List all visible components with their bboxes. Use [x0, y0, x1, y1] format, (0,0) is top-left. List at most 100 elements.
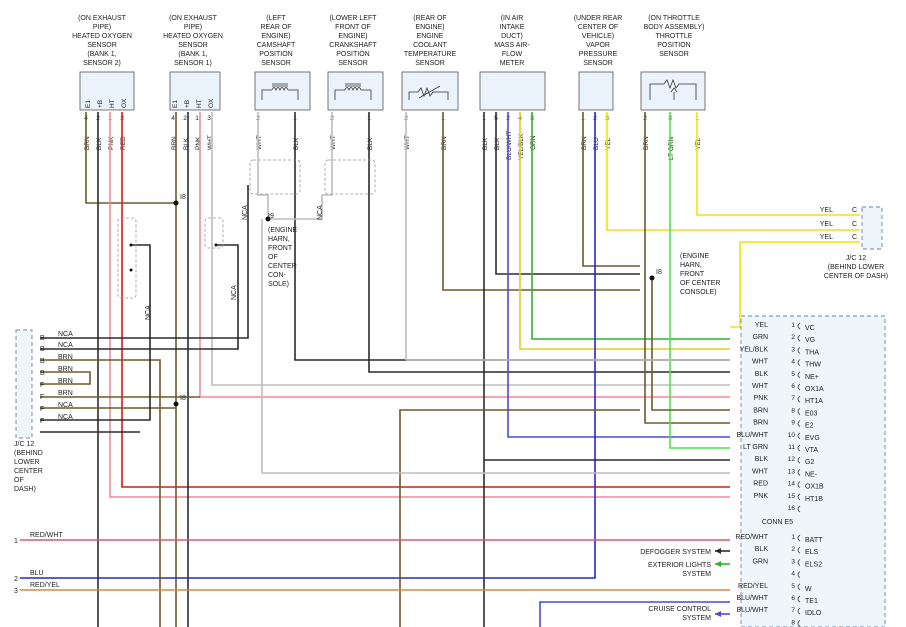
wire-vap-brn: [582, 112, 640, 267]
ecm-pin-8-wire: BRN: [753, 407, 768, 414]
svg-text:BRN: BRN: [171, 136, 178, 150]
svg-text:PNK: PNK: [108, 136, 115, 150]
svg-text:LT GRN: LT GRN: [668, 136, 675, 160]
svg-text:BLK: BLK: [183, 137, 190, 150]
s2-pin-e1: E1: [172, 100, 179, 108]
wire-maf-bluwht: [507, 112, 730, 438]
e5-pin-5-terminal-icon: [797, 583, 801, 591]
ecm-pin-10-wire: BLU/WHT: [737, 432, 769, 439]
ecm-pin-15-wire: PNK: [754, 493, 769, 500]
ecm-pin-7-wire: PNK: [754, 395, 769, 402]
svg-text:F: F: [40, 418, 44, 425]
svg-text:F: F: [40, 394, 44, 401]
s2-pin-b: +B: [184, 100, 191, 108]
crankshaft-coil-icon: [334, 83, 372, 100]
svg-text:BLK: BLK: [482, 137, 489, 150]
svg-text:C: C: [852, 234, 857, 241]
svg-text:RED: RED: [120, 136, 127, 150]
ecm-pin-1-label: VC: [805, 325, 815, 332]
wire-left-brn-lower: [40, 359, 161, 627]
arrow-exterior-icon: [715, 561, 721, 567]
svg-text:3: 3: [14, 588, 18, 595]
ecm-pin-8-label: E03: [805, 410, 818, 417]
svg-text:YEL: YEL: [820, 207, 833, 214]
ecm-pin-7-num: 7: [791, 395, 795, 402]
svg-text:3: 3: [207, 115, 211, 122]
wire-crank-wht: [268, 112, 333, 220]
splice-i8-mid: [173, 401, 179, 407]
wire-jc-left-nca1: [40, 185, 249, 339]
svg-text:BLK: BLK: [367, 137, 374, 150]
wire-tps-brn: [644, 112, 730, 424]
e5-pin-4-num: 4: [791, 571, 795, 578]
svg-text:2: 2: [183, 115, 187, 122]
left-refs: 1 RED/WHT 2 BLU 3 RED/YEL: [14, 532, 63, 595]
svg-text:B: B: [40, 335, 45, 342]
ecm-pin-9-terminal-icon: [797, 420, 801, 427]
e5-pin-7-label: IDLO: [805, 610, 822, 617]
e5-pin-2-label: ELS: [805, 549, 819, 556]
ecm-pin-12-num: 12: [788, 456, 796, 463]
s2-pin-ox: OX: [208, 98, 215, 108]
e5-pin-1-terminal-icon: [797, 534, 801, 542]
ecm-pin-14-terminal-icon: [797, 481, 801, 488]
ecm-pin-11-num: 11: [788, 444, 795, 451]
e5-pin-6-num: 6: [791, 595, 795, 602]
ecm-pin-1-wire: YEL: [755, 322, 768, 329]
e5-pin-8-terminal-icon: [797, 620, 801, 627]
svg-text:F: F: [40, 382, 44, 389]
ecm-pin-13-wire: WHT: [752, 468, 769, 475]
svg-text:WHT: WHT: [330, 135, 337, 150]
e5-pin-2-wire: BLK: [755, 546, 769, 553]
svg-text:I8: I8: [180, 395, 186, 402]
sensor6-box: [479, 71, 546, 111]
ecm-pin-3-num: 3: [791, 346, 795, 353]
wire-jc-left-brn1: [40, 371, 91, 385]
svg-text:BRN: BRN: [58, 366, 73, 373]
ecm-pin-4-label: THW: [805, 362, 821, 369]
svg-text:BLK: BLK: [293, 137, 300, 150]
svg-text:C: C: [852, 221, 857, 228]
splice-i8-top: [173, 200, 179, 206]
ecm-pin-5-label: NE+: [805, 374, 819, 381]
svg-text:BRN: BRN: [58, 390, 73, 397]
ecm-pin-11-wire: LT GRN: [743, 444, 768, 451]
s1-pin-b: +B: [97, 100, 104, 108]
e5-pin-3-num: 3: [791, 558, 795, 565]
ecm-pin-4-terminal-icon: [797, 359, 801, 366]
ecm-pin-13-label: NE-: [805, 471, 818, 478]
svg-text:4: 4: [171, 115, 175, 122]
ecm-pin-9-num: 9: [791, 420, 795, 427]
wire-wht-13: [261, 219, 730, 474]
svg-text:BRN: BRN: [58, 378, 73, 385]
ecm-pin-12-wire: BLK: [755, 456, 769, 463]
camshaft-coil-icon: [261, 83, 299, 100]
wire-ect-brn: [442, 112, 640, 291]
wire-e2-brn: [399, 409, 640, 627]
svg-text:B: B: [40, 358, 45, 365]
ecm-pin-16-terminal-icon: [797, 505, 801, 513]
svg-text:NCA: NCA: [242, 205, 249, 220]
e5-pin-6-wire: BLU/WHT: [737, 595, 769, 602]
e5-pin-8-num: 8: [791, 619, 795, 626]
ecm-pin-14-label: OX1B: [805, 484, 824, 491]
wire-jc-yel-out: [730, 241, 860, 328]
ecm-pin-6-num: 6: [791, 383, 795, 390]
ecm-pin-3-label: THA: [805, 349, 819, 356]
defogger-system: DEFOGGER SYSTEM: [640, 549, 711, 556]
svg-text:PNK: PNK: [195, 136, 202, 150]
svg-text:BRN: BRN: [58, 354, 73, 361]
ecm-pin-2-num: 2: [791, 334, 795, 341]
ecm-pin-8-num: 8: [791, 407, 795, 414]
wire-tps-ltgrn: [669, 112, 730, 449]
ecm-pin-10-terminal-icon: [797, 432, 801, 440]
